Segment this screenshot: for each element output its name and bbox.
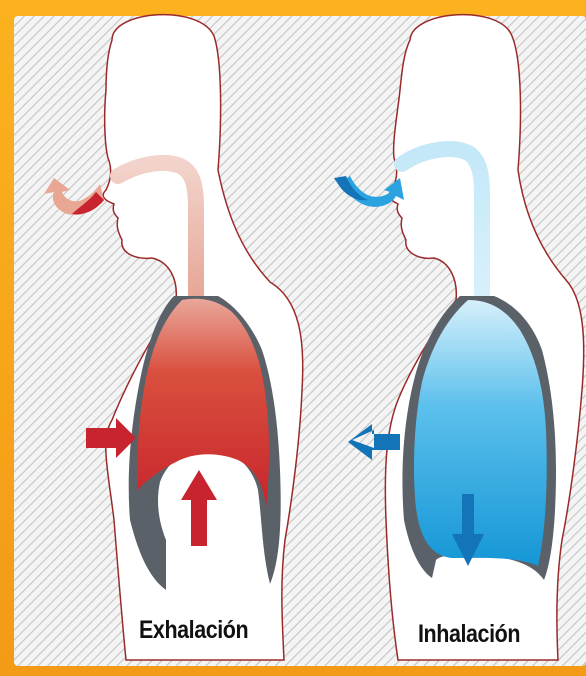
- exhalation-label: Exhalación: [139, 616, 248, 645]
- inhalation-label: Inhalación: [418, 620, 520, 649]
